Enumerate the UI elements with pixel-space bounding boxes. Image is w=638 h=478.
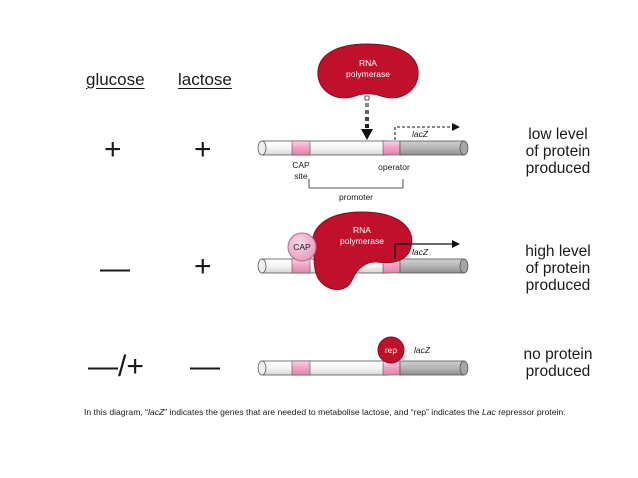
rep-label: rep (385, 345, 398, 355)
row1-polymerase-label: polymerase (346, 69, 390, 79)
cap-site-label-line2: site (294, 171, 308, 181)
row1-result-line2: of protein (525, 143, 591, 160)
caption-lacz: lacZ (148, 407, 165, 417)
row1-lacz-label: lacZ (412, 129, 429, 139)
row2-lacz-label: lacZ (412, 247, 429, 257)
row3-lactose-symbol: — (190, 350, 220, 383)
row2-glucose-symbol: — (100, 252, 130, 285)
row1-transcription-arrow: lacZ (394, 123, 460, 140)
row3-lacz-gene (399, 360, 465, 376)
row2-result-line1: high level (525, 243, 591, 260)
caption-part3: repressor protein. (495, 407, 566, 417)
row1-result-line3: produced (525, 160, 591, 177)
row1-lactose-symbol: + (194, 133, 212, 166)
promoter-bracket (308, 179, 404, 189)
row1-rna-label: RNA (359, 58, 377, 68)
row2-lactose-symbol: + (194, 250, 212, 283)
row2-rna-polymerase: RNA polymerase (311, 211, 413, 290)
row2-result: high level of protein produced (503, 243, 613, 294)
row1-result: low level of protein produced (503, 126, 613, 177)
row3-result-line1: no protein (523, 346, 593, 363)
row2-polymerase-label: polymerase (340, 236, 384, 246)
cap-protein-label: CAP (293, 242, 311, 252)
row3-dna (257, 360, 469, 376)
glucose-header: glucose (86, 70, 145, 89)
row1-operator (382, 140, 401, 156)
caption: In this diagram, “lacZ” indicates the ge… (84, 407, 624, 417)
row2-result-line2: of protein (525, 260, 591, 277)
row1-glucose-symbol: + (104, 133, 122, 166)
row2-lacz-gene (399, 258, 465, 274)
row1-lacz-gene (399, 140, 465, 156)
row2-result-line3: produced (525, 277, 591, 294)
row3-repressor: rep (377, 336, 405, 364)
row1-binding-arrow (361, 95, 373, 140)
row2-rna-label: RNA (353, 225, 371, 235)
caption-part1: In this diagram, “ (84, 407, 148, 417)
caption-part2: ” indicates the genes that are needed to… (164, 407, 482, 417)
row3-glucose-symbol: —/+ (88, 350, 144, 383)
row2-cap-protein: CAP (287, 232, 317, 262)
caption-lac: Lac (481, 407, 496, 417)
row3-result-line2: produced (525, 363, 591, 380)
row1-dna (257, 140, 469, 156)
cap-site-label-line1: CAP (292, 160, 310, 170)
promoter-label: promoter (339, 192, 373, 202)
row1-rna-polymerase: RNA polymerase (317, 43, 419, 99)
row1-result-line1: low level (528, 126, 588, 143)
operator-label: operator (378, 162, 410, 172)
row2-transcription-arrow: lacZ (394, 240, 460, 259)
row3-lacz-label: lacZ (414, 345, 431, 355)
row3-result: no protein produced (503, 346, 613, 380)
lactose-header: lactose (178, 70, 232, 89)
row1-cap-site (291, 140, 311, 156)
